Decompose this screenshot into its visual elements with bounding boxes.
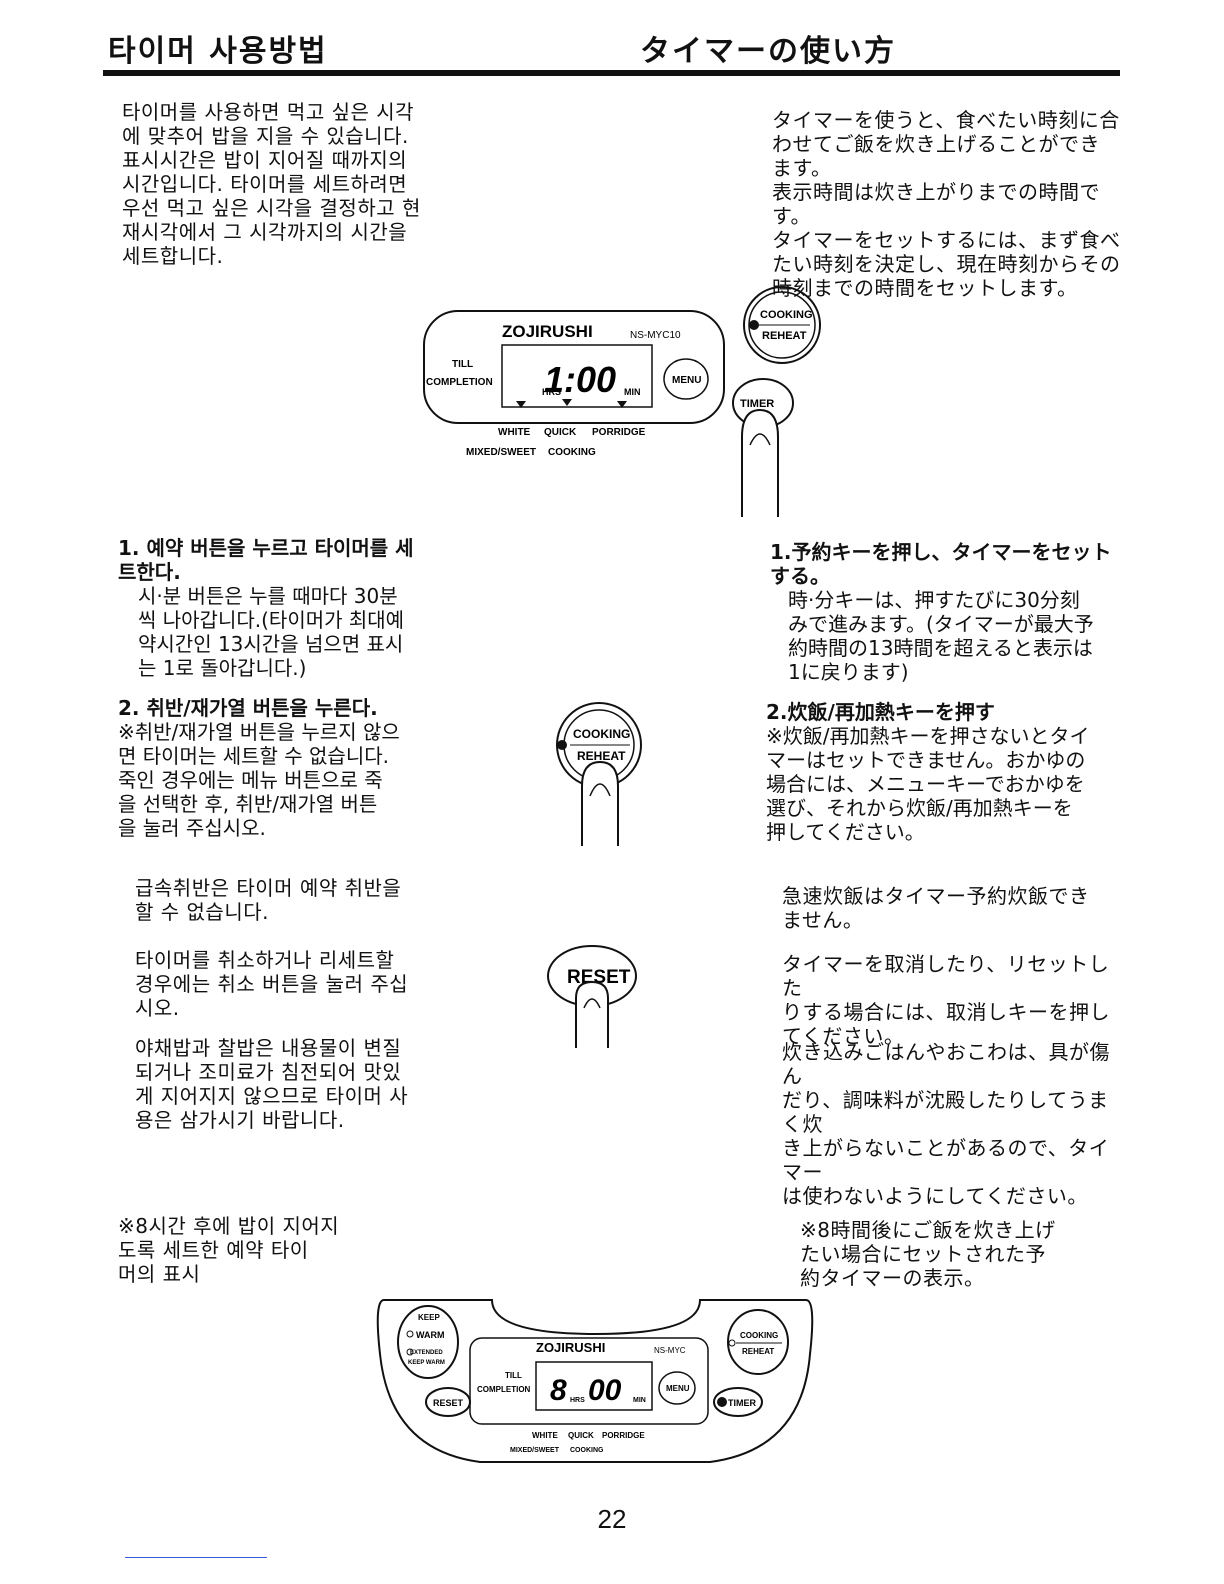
page-title-korean: 타이머 사용방법 bbox=[108, 34, 328, 69]
min-label: MIN bbox=[624, 387, 641, 397]
menu-option-quick: QUICK bbox=[544, 427, 577, 438]
control-panel-illustration-1: ZOJIRUSHI NS-MYC10 TILL COMPLETION 1:00 … bbox=[423, 286, 821, 517]
step2-body-korean: ※취반/재가열 버튼을 누르지 않으 면 타이머는 세트할 수 없습니다. 죽인… bbox=[118, 720, 400, 840]
lcd-display bbox=[501, 344, 653, 408]
control-panel-illustration-2: KEEP WARM EXTENDED KEEP WARM ZOJIRUSHI N… bbox=[376, 1299, 814, 1463]
lcd-minute-digits: 00 bbox=[588, 1374, 622, 1407]
reset-button-illustration: RESET bbox=[547, 945, 637, 1048]
reset-button bbox=[425, 1387, 471, 1417]
menu-button bbox=[658, 1371, 696, 1405]
indicator-light-icon bbox=[717, 1397, 727, 1407]
menu-option-mixed-sweet: MIXED/SWEET bbox=[510, 1447, 560, 1454]
timer-label: TIMER bbox=[740, 398, 774, 410]
step2-body-japanese: ※炊飯/再加熱キーを押さないとタイ マーはセットできません。おかゆの 場合には、… bbox=[766, 724, 1090, 844]
reheat-label: REHEAT bbox=[742, 1347, 774, 1356]
cooking-label: COOKING bbox=[573, 727, 630, 741]
arrow-down-icon bbox=[617, 401, 627, 408]
lcd-hour-digit: 8 bbox=[550, 1374, 567, 1407]
example-note-korean: ※8시간 후에 밥이 지어지 도록 세트한 예약 타이 머의 표시 bbox=[118, 1214, 340, 1286]
step1-body-korean: 시·분 버튼은 누를 때마다 30분 씩 나아갑니다.(타이머가 최대예 약시간… bbox=[138, 584, 405, 680]
keep-warm-label: KEEP WARM bbox=[408, 1360, 445, 1366]
cooking-reheat-button bbox=[727, 1309, 789, 1375]
header-rule bbox=[103, 70, 1120, 76]
page-title-japanese: タイマーの使い方 bbox=[640, 34, 896, 69]
indicator-light-icon bbox=[557, 740, 567, 750]
indicator-light-icon bbox=[749, 320, 759, 330]
menu-label: MENU bbox=[672, 375, 701, 386]
step2-title-korean: 2. 취반/재가열 버튼을 누른다. bbox=[118, 696, 378, 720]
quick-note-korean: 급속취반은 타이머 예약 취반을 할 수 없습니다. bbox=[135, 876, 402, 924]
arrow-down-icon bbox=[516, 401, 526, 408]
model-label: NS-MYC10 bbox=[630, 330, 681, 341]
keep-label: KEEP bbox=[418, 1313, 440, 1322]
completion-label: COMPLETION bbox=[426, 377, 493, 388]
arrow-down-icon bbox=[562, 399, 572, 406]
page-number: 22 bbox=[597, 1504, 627, 1534]
reheat-label: REHEAT bbox=[762, 330, 807, 342]
step2-title-japanese: 2.炊飯/再加熱キーを押す bbox=[766, 700, 995, 724]
hrs-label: HRS bbox=[542, 387, 561, 397]
till-label: TILL bbox=[452, 359, 473, 370]
lcd-display bbox=[535, 1361, 653, 1411]
intro-korean: 타이머를 사용하면 먹고 싶은 시각 에 맞추어 밥을 지을 수 있습니다. 표… bbox=[122, 100, 421, 268]
till-label: TILL bbox=[505, 1371, 522, 1380]
reheat-label: REHEAT bbox=[577, 749, 626, 763]
example-note-japanese: ※8時間後にご飯を炊き上げ たい場合にセットされた予 約タイマーの表示。 bbox=[800, 1218, 1056, 1290]
model-label: NS-MYC bbox=[654, 1346, 686, 1355]
lcd-digits: 1:00 bbox=[544, 359, 616, 400]
finger-icon bbox=[581, 760, 619, 846]
panel-outline bbox=[376, 1299, 814, 1463]
menu-option-mixed-sweet: MIXED/SWEET bbox=[466, 447, 536, 458]
menu-option-white: WHITE bbox=[532, 1431, 558, 1440]
menu-option-white: WHITE bbox=[498, 427, 531, 438]
step1-title-korean: 1. 예약 버튼을 누르고 타이머를 세 트한다. bbox=[118, 536, 414, 584]
reset-label: RESET bbox=[433, 1398, 464, 1408]
cooking-label: COOKING bbox=[740, 1331, 778, 1340]
brand-logo-text: ZOJIRUSHI bbox=[536, 1340, 605, 1355]
menu-option-porridge: PORRIDGE bbox=[592, 427, 646, 438]
reset-note-japanese: タイマーを取消したり、リセットした りする場合には、取消しキーを押し てください… bbox=[782, 952, 1110, 1048]
extended-label: EXTENDED bbox=[410, 1350, 443, 1356]
mixed-rice-note-japanese: 炊き込みごはんやおこわは、具が傷ん だり、調味料が沈殿したりしてうまく炊 き上が… bbox=[782, 1040, 1110, 1208]
keep-warm-button bbox=[397, 1305, 459, 1379]
min-label: MIN bbox=[633, 1397, 646, 1404]
finger-icon bbox=[575, 980, 609, 1048]
brand-logo-text: ZOJIRUSHI bbox=[502, 322, 593, 341]
timer-button bbox=[713, 1387, 763, 1417]
intro-japanese: タイマーを使うと、食べたい時刻に合 わせてご飯を炊き上げることができ ます。 表… bbox=[772, 108, 1121, 300]
mixed-rice-note-korean: 야채밥과 찰밥은 내용물이 변질 되거나 조미료가 침전되어 맛있 게 지어지지… bbox=[135, 1036, 409, 1132]
timer-label: TIMER bbox=[728, 1398, 756, 1408]
quick-note-japanese: 急速炊飯はタイマー予約炊飯でき ません。 bbox=[782, 884, 1090, 932]
finger-icon bbox=[741, 408, 779, 517]
completion-label: COMPLETION bbox=[477, 1385, 531, 1394]
menu-option-cooking: COOKING bbox=[548, 447, 596, 458]
footer-link-underline bbox=[125, 1557, 267, 1558]
cooking-reheat-button bbox=[743, 286, 821, 364]
hrs-label: HRS bbox=[570, 1397, 585, 1404]
menu-option-porridge: PORRIDGE bbox=[602, 1431, 645, 1440]
reset-note-korean: 타이머를 취소하거나 리세트할 경우에는 취소 버튼을 눌러 주십 시오. bbox=[135, 948, 409, 1020]
step1-body-japanese: 時·分キーは、押すたびに30分刻 みで進みます。(タイマーが最大予 約時間の13… bbox=[788, 588, 1094, 684]
menu-option-quick: QUICK bbox=[568, 1431, 594, 1440]
warm-label: WARM bbox=[416, 1330, 445, 1340]
menu-button bbox=[663, 358, 709, 400]
step1-title-japanese: 1.予約キーを押し、タイマーをセット する。 bbox=[770, 540, 1112, 588]
cooking-reheat-illustration: COOKING REHEAT bbox=[556, 702, 642, 846]
cooking-label: COOKING bbox=[760, 309, 813, 321]
menu-option-cooking: COOKING bbox=[570, 1447, 604, 1454]
menu-label: MENU bbox=[666, 1384, 690, 1393]
